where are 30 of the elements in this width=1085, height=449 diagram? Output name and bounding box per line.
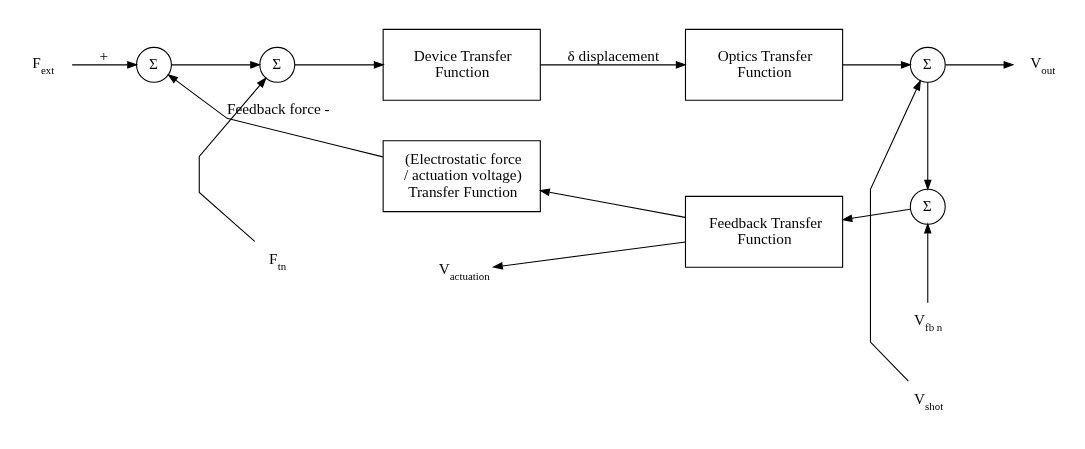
node-box: (Electrostatic force / actuation voltage) Transfer Function bbox=[382, 139, 541, 212]
node-text: V$_{out}$ bbox=[1030, 53, 1056, 76]
arrow bbox=[923, 222, 932, 303]
arrow bbox=[842, 60, 912, 69]
edge-label: δ displacement bbox=[567, 46, 660, 64]
arrow bbox=[491, 240, 686, 270]
arrow bbox=[198, 76, 267, 242]
arrow bbox=[539, 60, 687, 69]
node-text: V$_{shot}$ bbox=[914, 389, 944, 412]
node-text: V$_{fb n}$ bbox=[914, 310, 943, 333]
node-box: Feedback Transfer Function bbox=[684, 195, 844, 268]
node-circle: Σ bbox=[135, 46, 172, 83]
arrow bbox=[294, 60, 385, 69]
node-text: F$_{tn}$ bbox=[269, 249, 287, 272]
node-circle: Σ bbox=[259, 46, 296, 83]
arrow bbox=[869, 79, 921, 382]
node-circle: Σ bbox=[909, 188, 946, 225]
node-box: Device Transfer Function bbox=[382, 28, 541, 101]
arrow bbox=[71, 60, 139, 69]
node-circle: Σ bbox=[909, 46, 946, 83]
arrow bbox=[538, 188, 686, 218]
arrow bbox=[944, 60, 1015, 69]
arrow bbox=[841, 208, 911, 222]
arrow bbox=[171, 60, 262, 69]
node-text: F$_{ext}$ bbox=[32, 53, 55, 76]
arrow bbox=[167, 73, 384, 157]
arrow bbox=[923, 81, 932, 191]
node-box: Optics Transfer Function bbox=[684, 28, 844, 101]
edge-label: + bbox=[99, 46, 108, 64]
node-text: V$_{actuation}$ bbox=[438, 259, 490, 282]
